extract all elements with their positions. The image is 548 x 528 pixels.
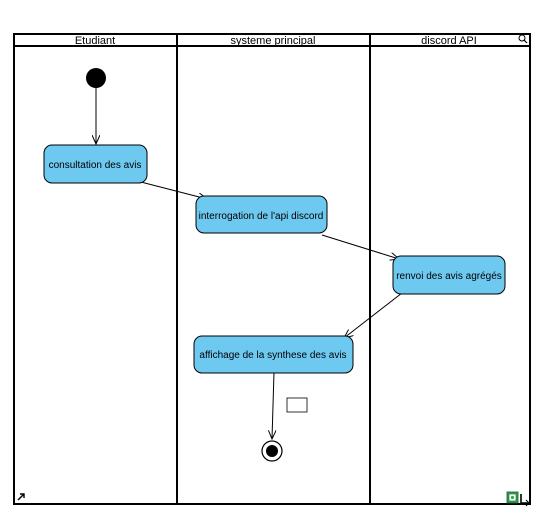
flow-affichage-to-end[interactable] (272, 371, 274, 439)
action-label-interrogation: interrogation de l'api discord (199, 211, 324, 222)
magnifier-icon[interactable] (518, 34, 528, 44)
lane-title-systeme: systeme principal (231, 35, 316, 47)
flow-consultation-to-interrogation[interactable] (136, 180, 207, 199)
action-label-consultation: consultation des avis (49, 160, 142, 171)
action-label-affichage: affichage de la synthese des avis (199, 350, 346, 361)
lane-title-etudiant: Etudiant (75, 35, 115, 47)
action-renvoi[interactable]: renvoi des avis agrégés (392, 255, 506, 295)
arrow-link-icon[interactable] (16, 492, 26, 502)
lane-header-etudiant[interactable]: Etudiant (75, 35, 115, 47)
swimlane-frame (13, 33, 531, 505)
flow-interrogation-to-renvoi[interactable] (321, 234, 399, 259)
initial-node[interactable] (86, 68, 106, 88)
empty-box[interactable] (286, 397, 308, 413)
action-affichage[interactable]: affichage de la synthese des avis (193, 335, 354, 374)
action-consultation[interactable]: consultation des avis (43, 144, 148, 184)
lane-header-discord[interactable]: discord API (421, 35, 477, 47)
lane-header-systeme[interactable]: systeme principal (231, 35, 316, 47)
lane-title-discord: discord API (421, 35, 477, 47)
flow-renvoi-to-affichage[interactable] (344, 292, 403, 338)
final-node[interactable] (261, 440, 283, 462)
action-label-renvoi: renvoi des avis agrégés (396, 271, 502, 282)
resize-handle-icon[interactable] (506, 491, 530, 507)
action-interrogation[interactable]: interrogation de l'api discord (195, 195, 328, 234)
control-flows (96, 88, 403, 439)
